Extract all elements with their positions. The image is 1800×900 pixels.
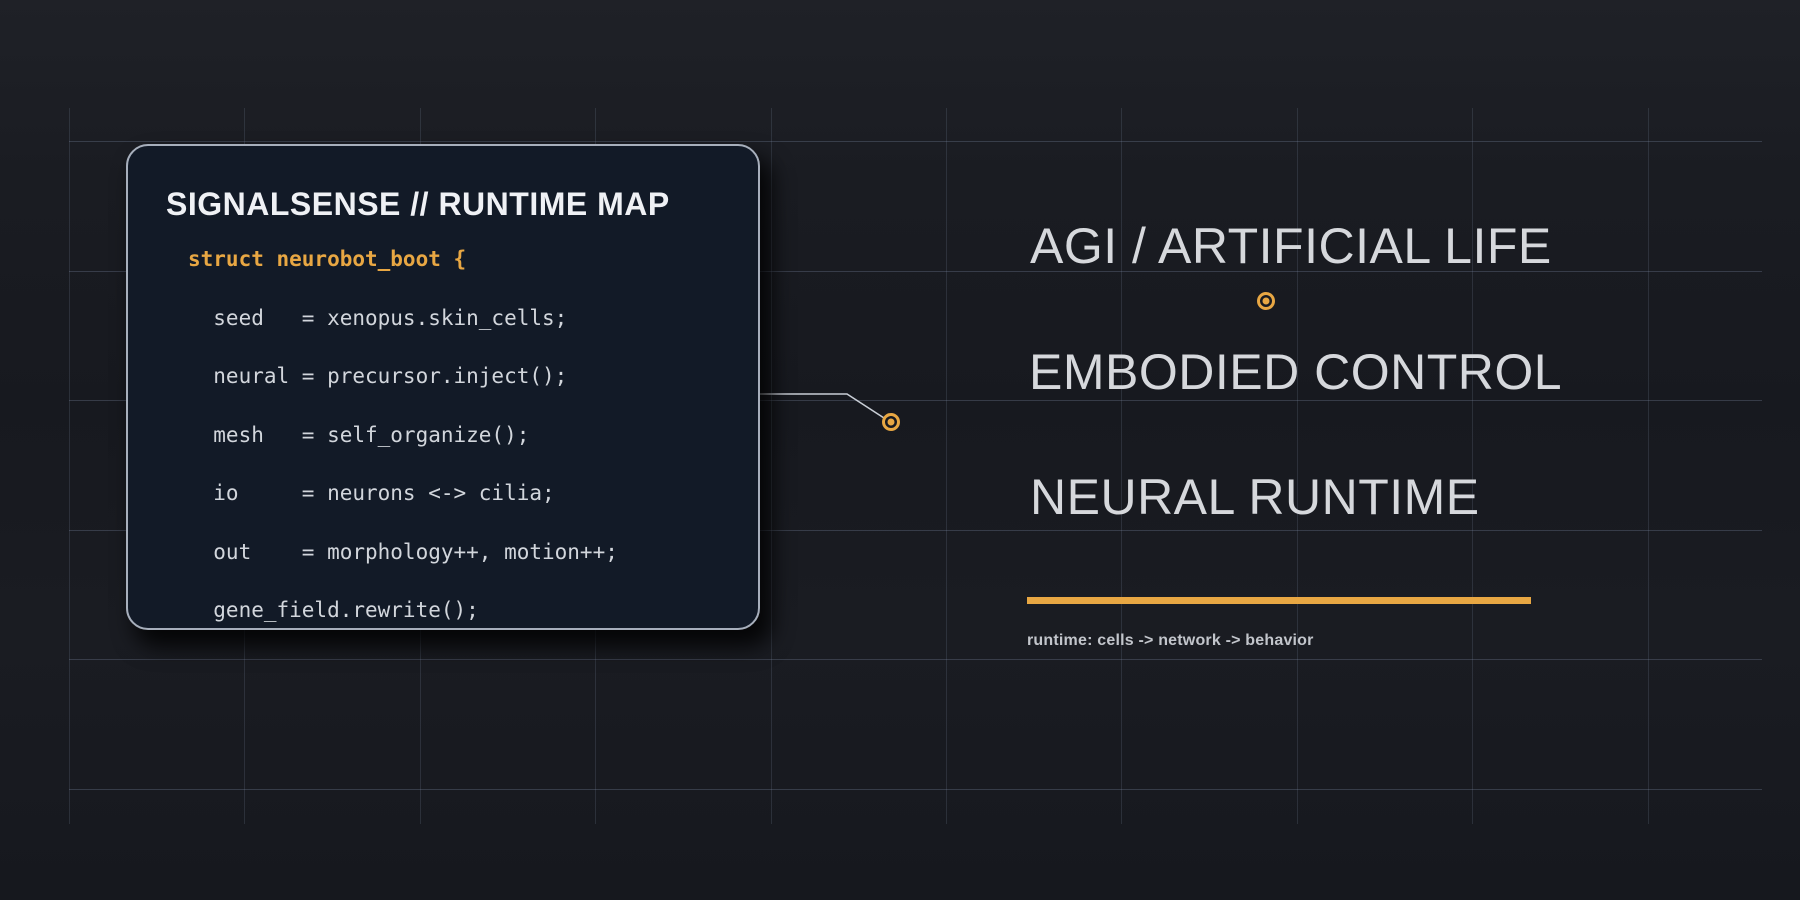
grid-vline: [771, 108, 772, 824]
grid-vline: [1648, 108, 1649, 824]
headline-line: AGI / ARTIFICIAL LIFE: [1030, 218, 1552, 274]
grid-hline: [69, 141, 1762, 142]
headline-line: NEURAL RUNTIME: [1030, 469, 1480, 525]
grid-vline: [1472, 108, 1473, 824]
accent-underline: [1027, 597, 1531, 604]
target-marker-icon: [1257, 292, 1275, 310]
code-line-keyword: struct neurobot_boot {: [188, 247, 467, 271]
grid-hline: [69, 400, 1762, 401]
code-panel: SIGNALSENSE // RUNTIME MAP struct neurob…: [126, 144, 760, 630]
connector-polyline: [760, 393, 885, 419]
headline-line: EMBODIED CONTROL: [1029, 344, 1563, 400]
target-marker-icon: [882, 413, 900, 431]
code-line: mesh = self_organize();: [188, 422, 530, 447]
code-block: struct neurobot_boot { seed = xenopus.sk…: [188, 230, 618, 640]
code-line: gene_field.rewrite();: [188, 598, 479, 622]
code-line: seed = xenopus.skin_cells;: [188, 305, 568, 330]
panel-title: SIGNALSENSE // RUNTIME MAP: [166, 186, 670, 222]
grid-hline: [69, 271, 1762, 272]
code-line: io = neurons <-> cilia;: [188, 481, 555, 505]
grid-vline: [1121, 108, 1122, 824]
code-line: neural = precursor.inject();: [188, 364, 568, 388]
grid-vline: [946, 108, 947, 824]
grid-vline: [69, 108, 70, 824]
caption-text: runtime: cells -> network -> behavior: [1027, 632, 1314, 649]
grid-hline: [69, 659, 1762, 660]
grid-hline: [69, 789, 1762, 790]
grid-hline: [69, 530, 1762, 531]
grid-vline: [1297, 108, 1298, 824]
code-line: out = morphology++, motion++;: [188, 539, 618, 564]
